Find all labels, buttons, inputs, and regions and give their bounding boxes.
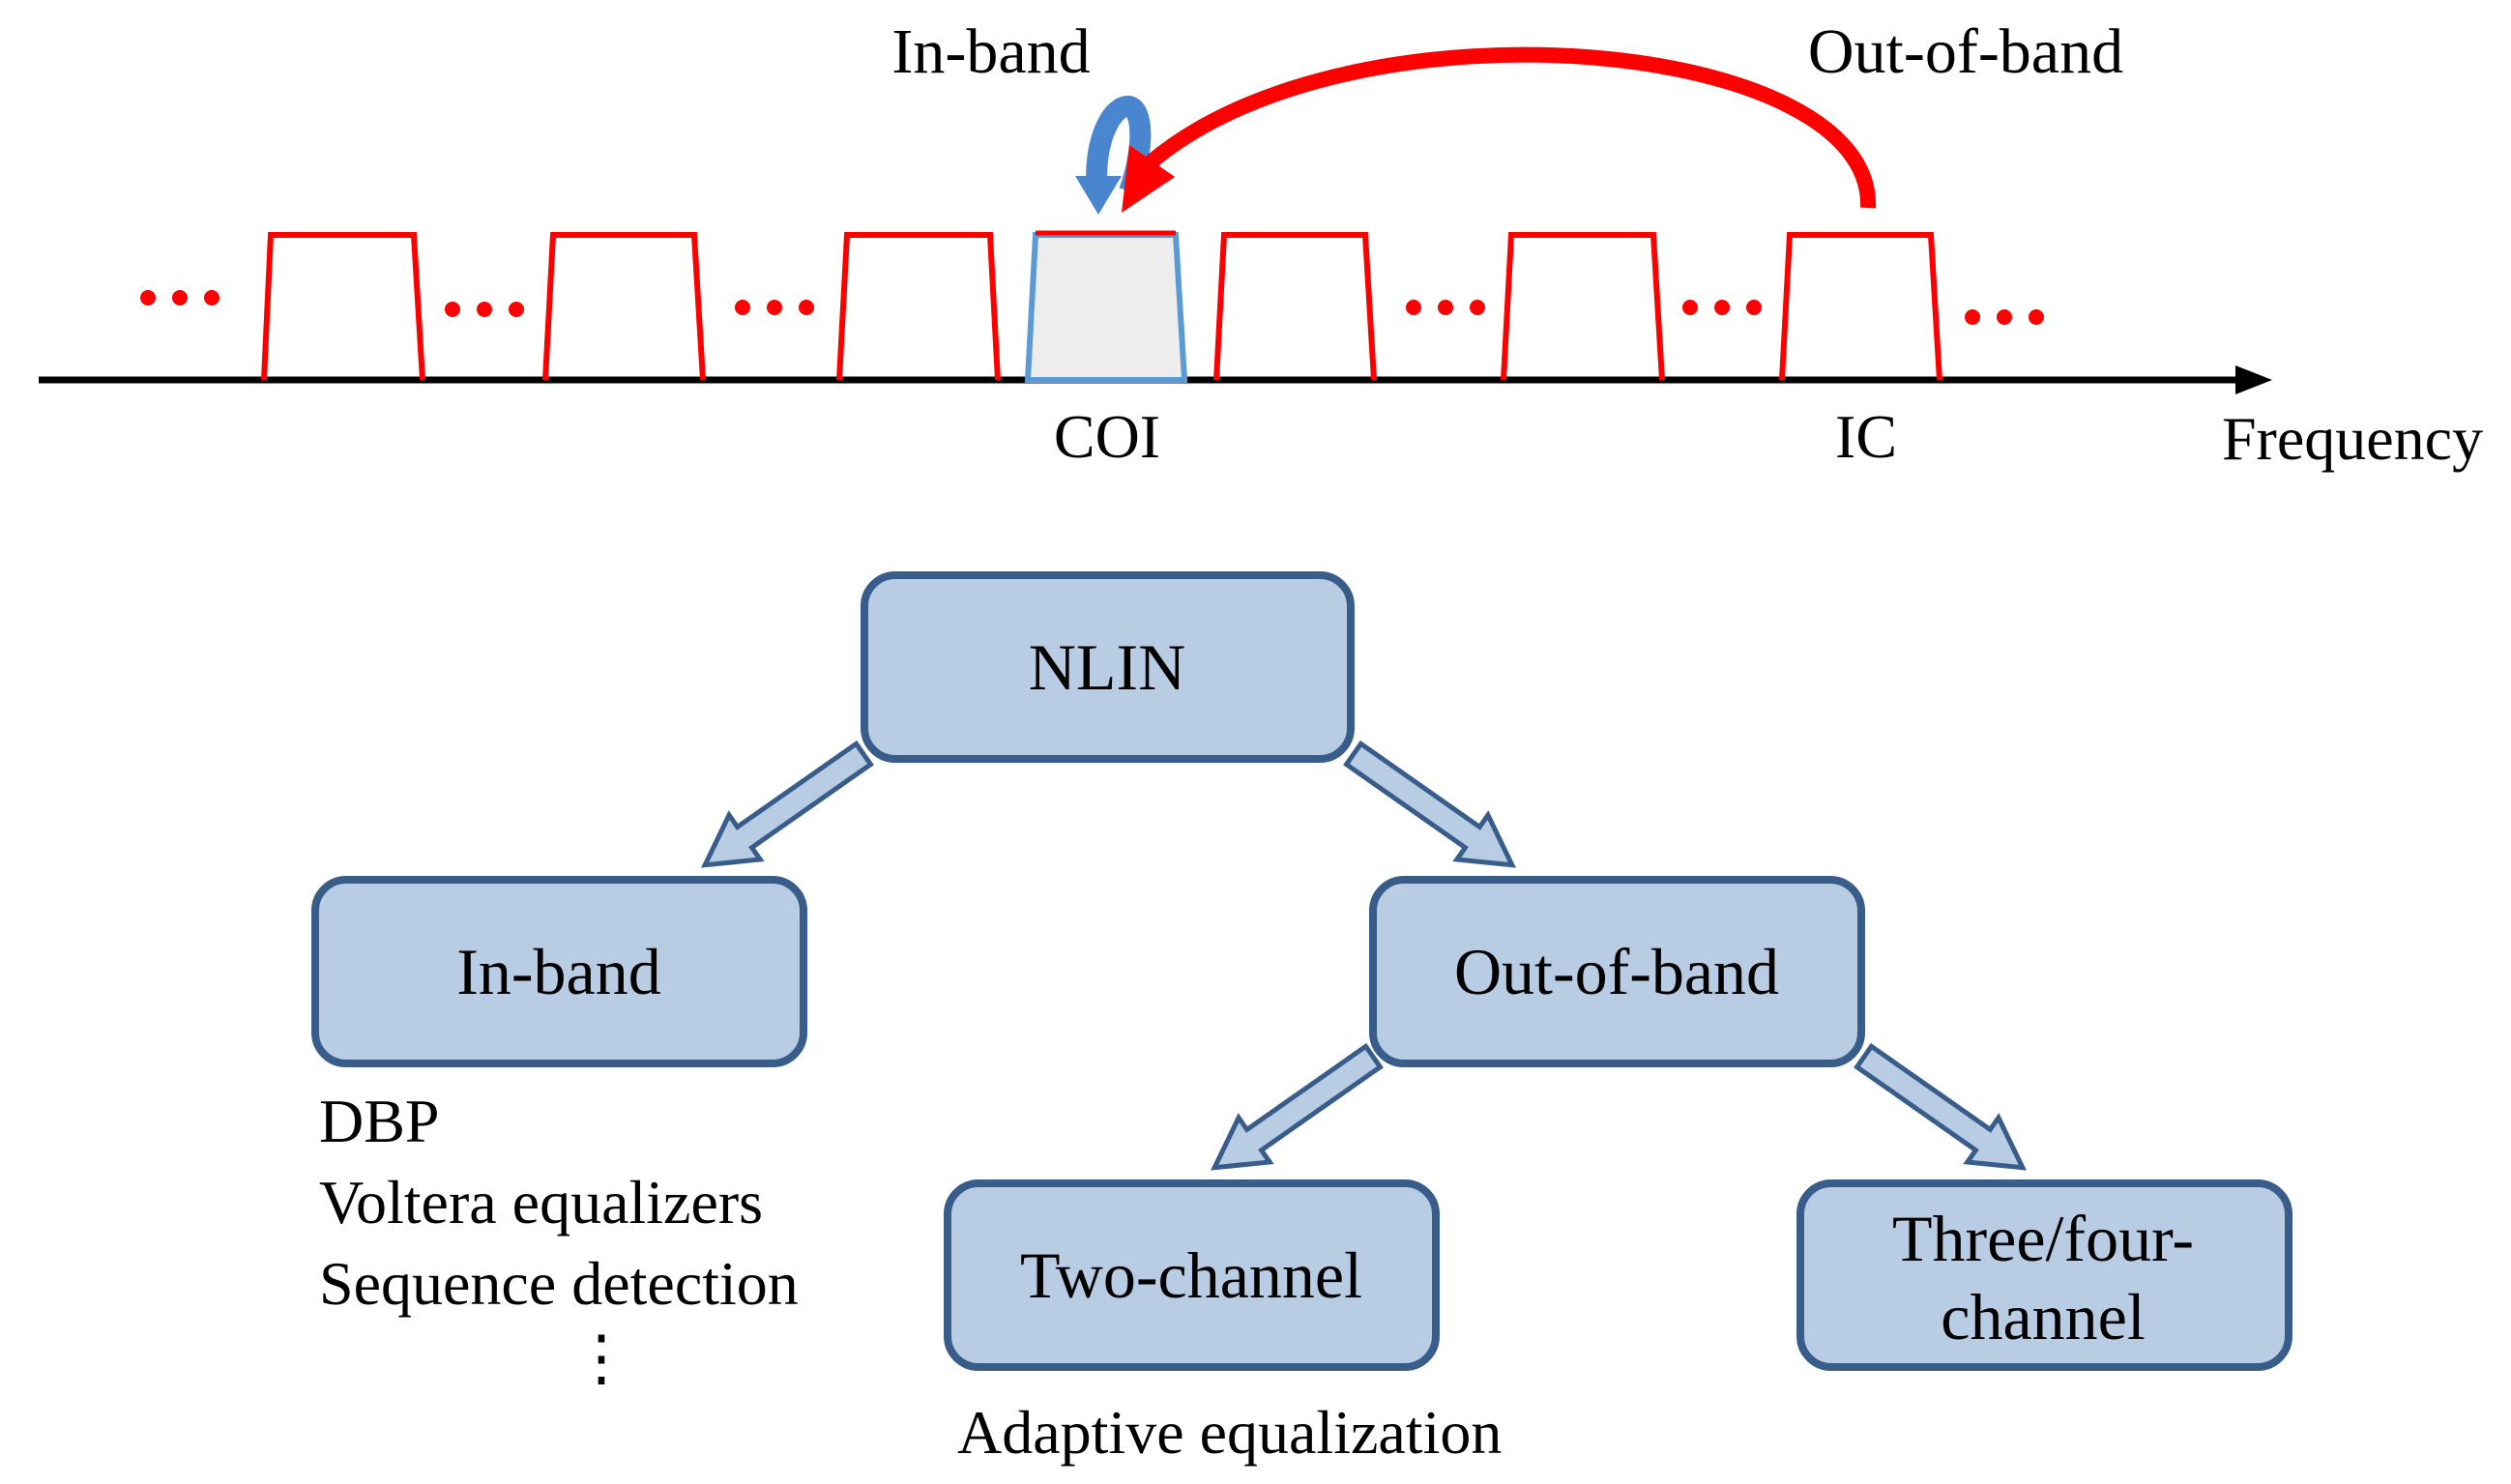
tree-arrow-out-of-band-to-three-four	[1854, 1042, 2028, 1171]
method-volterra: Voltera equalizers	[319, 1168, 764, 1237]
tree-arrow-root-to-in-band	[700, 740, 874, 868]
in-band-methods-list: DBP Voltera equalizers Sequence detectio…	[319, 1081, 799, 1392]
channel-6	[1501, 232, 1665, 381]
channel-coi	[1024, 232, 1188, 383]
out-of-band-arrow	[1122, 46, 1877, 213]
node-in-band-label: In-band	[456, 935, 660, 1008]
method-dbp: DBP	[319, 1087, 440, 1155]
frequency-axis-arrowhead	[2235, 365, 2272, 394]
nlin-tree: NLIN In-band Out-of-band Two-channel Thr…	[311, 571, 2292, 1371]
in-band-spectrum-label: In-band	[891, 16, 1090, 87]
frequency-axis-label: Frequency	[2222, 404, 2483, 473]
node-three-four-label-line1: Three/four-	[1892, 1202, 2194, 1275]
channel-1	[261, 232, 425, 381]
node-three-four-channel	[1796, 1179, 2292, 1371]
node-three-four-label-line2: channel	[1941, 1280, 2145, 1353]
node-two-channel-label: Two-channel	[1020, 1238, 1362, 1312]
node-out-of-band-label: Out-of-band	[1454, 935, 1779, 1008]
channel-spectra	[261, 232, 1942, 381]
ic-label: IC	[1835, 402, 1897, 471]
channel-ic	[1779, 232, 1942, 381]
spectrum-panel: In-band Out-of-band COI IC Frequency	[39, 16, 2483, 473]
node-in-band	[311, 876, 807, 1067]
tree-arrow-root-to-out-of-band	[1343, 740, 1517, 868]
method-sequence-detection: Sequence detection	[319, 1249, 799, 1318]
tree-arrow-out-of-band-to-two-channel	[1210, 1042, 1384, 1171]
out-of-band-spectrum-label: Out-of-band	[1808, 16, 2123, 87]
coi-label: COI	[1054, 402, 1160, 471]
two-channel-method: Adaptive equalization	[957, 1398, 1503, 1467]
ellipsis-dots	[140, 290, 2044, 325]
channel-3	[836, 232, 1001, 381]
channel-5	[1213, 232, 1377, 381]
node-nlin-label: NLIN	[1029, 630, 1185, 704]
node-nlin	[861, 571, 1355, 763]
node-out-of-band	[1369, 876, 1865, 1067]
vertical-ellipsis: ⋮	[570, 1324, 632, 1392]
node-two-channel	[944, 1179, 1440, 1371]
channel-2	[542, 232, 706, 381]
